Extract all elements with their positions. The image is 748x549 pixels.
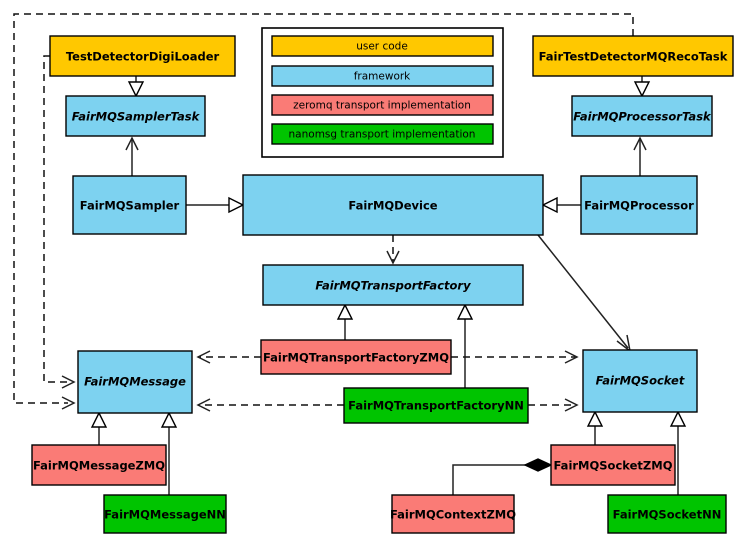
node-fairmqmessage[interactable]: FairMQMessage [77, 350, 193, 414]
node-label: FairMQProcessorTask [573, 110, 712, 124]
edge-sampler-to-device [186, 196, 245, 214]
edge-factoryzmq-to-message [196, 350, 261, 364]
node-label: FairMQContextZMQ [390, 508, 516, 522]
legend-swatch-1 [271, 65, 494, 87]
legend-label-1: framework [354, 71, 411, 83]
legend-label-0: user code [356, 41, 408, 53]
legend-swatch-3 [271, 123, 494, 145]
node-label: FairMQSampler [80, 199, 180, 213]
node-label: FairMQSocketNN [613, 508, 722, 522]
node-label: FairTestDetectorMQRecoTask [539, 50, 728, 64]
node-fairmqprocessortask[interactable]: FairMQProcessorTask [571, 95, 713, 137]
edge-device-to-transportfactory [386, 235, 400, 265]
node-fairmqsampler[interactable]: FairMQSampler [72, 175, 187, 235]
legend-swatch-2 [271, 94, 494, 116]
edge-factorynn-to-message [196, 398, 344, 412]
node-fairmqsocketnn[interactable]: FairMQSocketNN [607, 494, 727, 534]
node-label: FairMQDevice [348, 199, 437, 213]
node-fairmqcontextzmq[interactable]: FairMQContextZMQ [390, 494, 516, 534]
edge-messagezmq-to-message [90, 411, 108, 445]
node-label: FairMQMessageNN [104, 508, 226, 522]
edge-device-to-socket [537, 234, 632, 353]
node-fairtestdetectormqrecotask[interactable]: FairTestDetectorMQRecoTask [532, 35, 734, 77]
edge-digiloader-to-message [43, 55, 76, 389]
edge-digiloader-to-samplertask [127, 76, 145, 98]
node-label: FairMQTransportFactoryNN [348, 399, 524, 413]
edge-recotask-to-message [13, 13, 634, 410]
legend: user code framework zeromq transport imp… [261, 27, 504, 158]
node-label: FairMQTransportFactory [315, 279, 471, 293]
edge-sampler-to-samplertask [125, 136, 139, 176]
node-fairmqsamplertask[interactable]: FairMQSamplerTask [65, 95, 206, 137]
edge-processor-to-device [541, 196, 581, 214]
node-label: FairMQSamplerTask [72, 110, 201, 124]
node-testdetectordigiloader[interactable]: TestDetectorDigiLoader [49, 35, 236, 77]
node-fairmqsocketzmq[interactable]: FairMQSocketZMQ [550, 444, 676, 486]
node-label: FairMQMessage [84, 375, 186, 389]
node-fairmqtransportfactory[interactable]: FairMQTransportFactory [262, 264, 524, 306]
edge-messagenn-to-message [160, 411, 178, 495]
node-label: FairMQProcessor [584, 199, 694, 213]
legend-swatch-0 [271, 35, 494, 57]
edge-socketzmq-to-socket [586, 410, 604, 445]
node-label: FairMQTransportFactoryZMQ [263, 351, 449, 365]
node-fairmqsocket[interactable]: FairMQSocket [582, 349, 698, 413]
edge-processor-to-processortask [633, 136, 647, 176]
edge-factoryzmq-to-factory [336, 303, 354, 340]
node-fairmqdevice[interactable]: FairMQDevice [242, 174, 544, 236]
node-label: FairMQSocketZMQ [554, 459, 673, 473]
node-fairmqtransportfactorynn[interactable]: FairMQTransportFactoryNN [343, 387, 529, 424]
legend-label-3: nanomsg transport implementation [289, 129, 476, 141]
node-fairmqmessagenn[interactable]: FairMQMessageNN [103, 494, 227, 534]
edge-recotask-to-processortask [633, 76, 651, 98]
edge-factorynn-to-socket [528, 398, 579, 412]
node-fairmqtransportfactoryzmq[interactable]: FairMQTransportFactoryZMQ [260, 339, 452, 375]
edge-socketnn-to-socket [669, 410, 687, 495]
node-label: FairMQSocket [596, 374, 685, 388]
node-label: FairMQMessageZMQ [33, 459, 165, 473]
node-label: TestDetectorDigiLoader [66, 50, 220, 64]
edge-factorynn-to-factory [456, 303, 474, 388]
edge-factoryzmq-to-socket [451, 350, 579, 364]
legend-label-2: zeromq transport implementation [293, 100, 471, 112]
node-fairmqmessagezmq[interactable]: FairMQMessageZMQ [31, 444, 167, 486]
node-fairmqprocessor[interactable]: FairMQProcessor [580, 175, 698, 235]
edge-socketzmq-to-contextzmq [452, 458, 553, 495]
